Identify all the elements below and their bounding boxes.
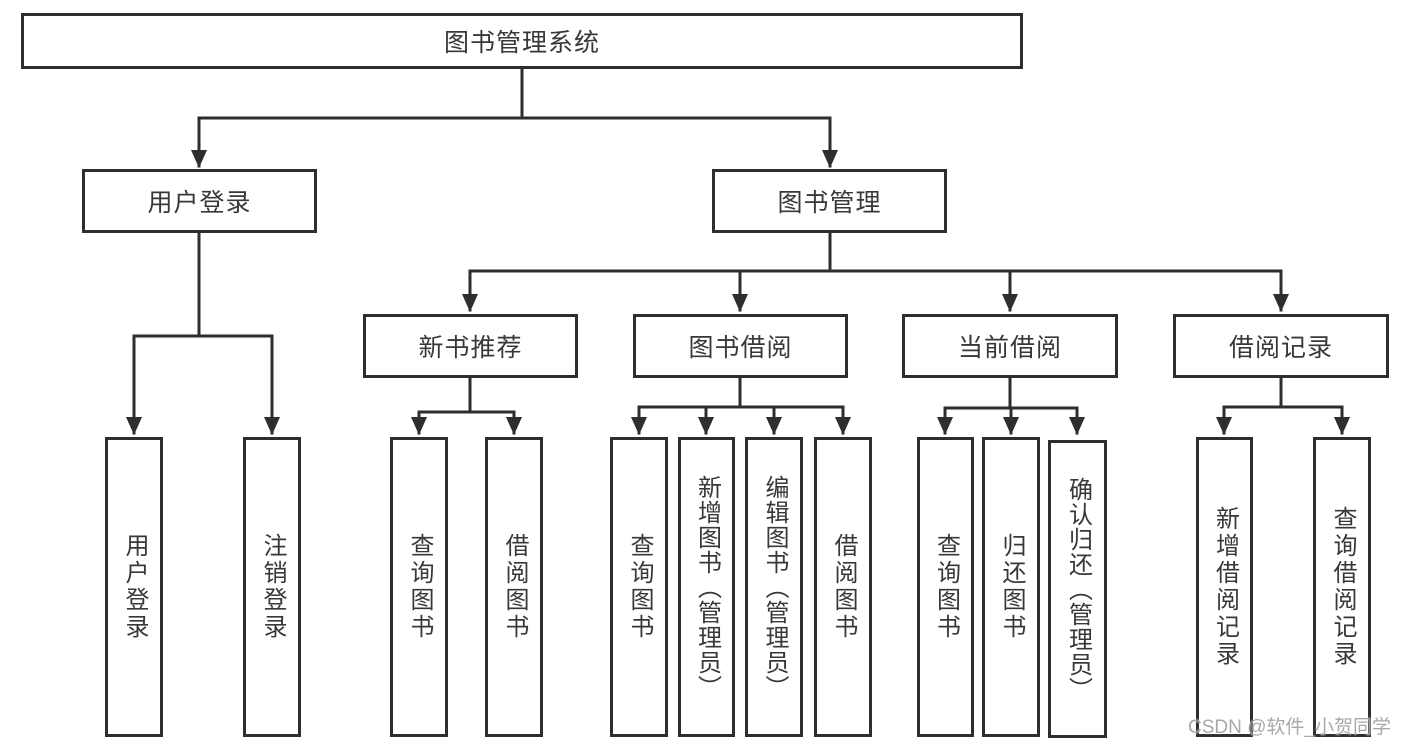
- leaf-query-borrow-record: 查询借阅记录: [1313, 437, 1371, 737]
- node-book-borrow-label: 图书借阅: [688, 334, 793, 362]
- node-borrow-records-label: 借阅记录: [1228, 334, 1333, 362]
- node-root: 图书管理系统: [21, 13, 1023, 69]
- leaf-query-books-borrow: 查询图书: [610, 437, 668, 737]
- leaf-edit-book-admin: 编辑图书（管理员）: [745, 437, 803, 737]
- leaf-borrow-books-recommend: 借阅图书: [485, 437, 543, 737]
- leaf-confirm-return-admin: 确认归还（管理员）: [1048, 440, 1107, 738]
- leaf-query-books-recommend: 查询图书: [390, 437, 448, 737]
- leaf-add-borrow-record: 新增借阅记录: [1196, 437, 1253, 737]
- leaf-query-books-current: 查询图书: [917, 437, 974, 737]
- node-book-management: 图书管理: [712, 169, 947, 233]
- node-book-management-label: 图书管理: [777, 189, 882, 217]
- leaf-user-login: 用户登录: [105, 437, 163, 737]
- leaf-return-books: 归还图书: [982, 437, 1040, 737]
- csdn-watermark: CSDN @软件_小贺同学: [1188, 717, 1391, 738]
- leaf-logout: 注销登录: [243, 437, 301, 737]
- node-borrow-records: 借阅记录: [1173, 314, 1389, 378]
- node-current-borrow: 当前借阅: [902, 314, 1118, 378]
- leaf-user-login-label: 用户登录: [121, 533, 148, 641]
- node-root-label: 图书管理系统: [443, 29, 600, 57]
- node-user-login-label: 用户登录: [147, 189, 252, 217]
- leaf-logout-label: 注销登录: [259, 533, 286, 641]
- leaf-add-book-admin: 新增图书（管理员）: [678, 437, 735, 737]
- node-new-book-recommend-label: 新书推荐: [418, 334, 523, 362]
- node-user-login: 用户登录: [82, 169, 317, 233]
- node-book-borrow: 图书借阅: [633, 314, 848, 378]
- node-new-book-recommend: 新书推荐: [363, 314, 578, 378]
- node-current-borrow-label: 当前借阅: [957, 334, 1062, 362]
- leaf-borrow-books-borrow: 借阅图书: [814, 437, 872, 737]
